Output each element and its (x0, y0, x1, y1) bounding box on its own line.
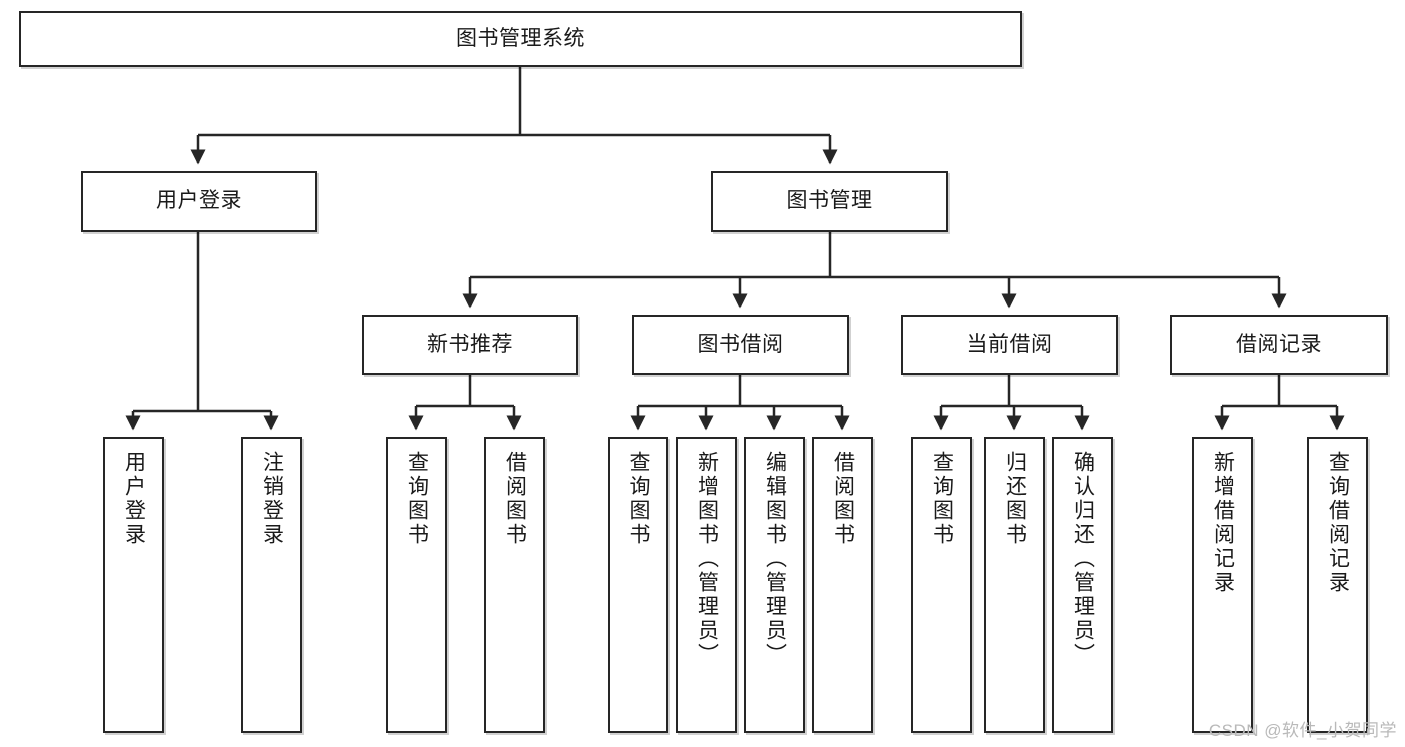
node-leaf-query-record[interactable]: 查询借阅记录 (1307, 437, 1368, 733)
node-root-label: 图书管理系统 (456, 26, 585, 50)
node-leaf-query-record-label: 查询借阅记录 (1326, 451, 1350, 595)
node-leaf-confirm-return-label: 确认归还（管理员） (1071, 451, 1095, 667)
node-user-login-label: 用户登录 (156, 189, 242, 213)
node-leaf-query-book-2-label: 查询图书 (627, 451, 651, 547)
node-user-login[interactable]: 用户登录 (81, 171, 317, 232)
node-leaf-borrow-book-2-label: 借阅图书 (831, 451, 855, 547)
node-leaf-borrow-book-1-label: 借阅图书 (503, 451, 527, 547)
node-leaf-add-record[interactable]: 新增借阅记录 (1192, 437, 1253, 733)
node-current-borrow[interactable]: 当前借阅 (901, 315, 1118, 375)
node-leaf-user-logout-label: 注销登录 (260, 451, 284, 547)
node-current-borrow-label: 当前借阅 (966, 332, 1053, 356)
node-borrow-record-label: 借阅记录 (1236, 332, 1322, 356)
node-borrow-record[interactable]: 借阅记录 (1170, 315, 1388, 375)
node-book-manage-label: 图书管理 (786, 189, 873, 213)
node-book-borrow-label: 图书借阅 (697, 332, 784, 356)
node-leaf-query-book-3-label: 查询图书 (930, 451, 954, 547)
node-leaf-return-book[interactable]: 归还图书 (984, 437, 1045, 733)
node-leaf-add-book-label: 新增图书（管理员） (695, 451, 719, 667)
node-leaf-user-login[interactable]: 用户登录 (103, 437, 164, 733)
node-leaf-query-book-3[interactable]: 查询图书 (911, 437, 972, 733)
node-new-book-rec[interactable]: 新书推荐 (362, 315, 578, 375)
node-leaf-query-book-1[interactable]: 查询图书 (386, 437, 447, 733)
node-leaf-return-book-label: 归还图书 (1003, 451, 1027, 547)
node-leaf-borrow-book-1[interactable]: 借阅图书 (484, 437, 545, 733)
node-leaf-query-book-1-label: 查询图书 (405, 451, 429, 547)
node-leaf-edit-book[interactable]: 编辑图书（管理员） (744, 437, 805, 733)
node-leaf-add-book[interactable]: 新增图书（管理员） (676, 437, 737, 733)
node-leaf-confirm-return[interactable]: 确认归还（管理员） (1052, 437, 1113, 733)
node-root[interactable]: 图书管理系统 (19, 11, 1022, 67)
node-leaf-user-logout[interactable]: 注销登录 (241, 437, 302, 733)
node-leaf-borrow-book-2[interactable]: 借阅图书 (812, 437, 873, 733)
node-book-manage[interactable]: 图书管理 (711, 171, 948, 232)
node-leaf-add-record-label: 新增借阅记录 (1211, 451, 1235, 595)
node-new-book-rec-label: 新书推荐 (427, 332, 513, 356)
node-leaf-edit-book-label: 编辑图书（管理员） (763, 451, 787, 667)
node-leaf-user-login-label: 用户登录 (122, 451, 146, 547)
node-book-borrow[interactable]: 图书借阅 (632, 315, 849, 375)
node-leaf-query-book-2[interactable]: 查询图书 (608, 437, 668, 733)
